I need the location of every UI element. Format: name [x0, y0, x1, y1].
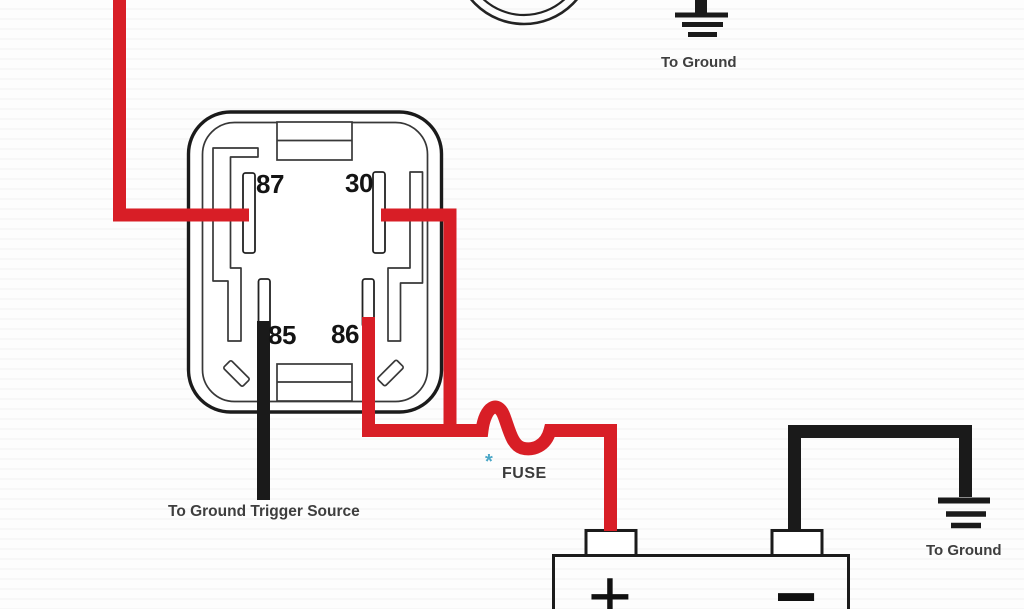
battery-positive-symbol: +	[587, 554, 633, 609]
relay-pin-label-87: 87	[256, 169, 284, 199]
power-wire-30-output	[381, 208, 457, 430]
relay-bottom-tab	[276, 363, 353, 402]
relay-pin-label-30: 30	[345, 168, 373, 198]
battery-body-right	[822, 554, 850, 609]
power-wire-87-supply	[113, 0, 249, 222]
battery-negative-symbol: −	[774, 557, 818, 609]
battery-body-left	[552, 554, 586, 609]
fuse-label: FUSE	[502, 465, 547, 482]
relay-pin-label-85: 85	[268, 320, 296, 350]
battery-negative-post	[770, 529, 824, 557]
relay-key-slot-left	[223, 360, 250, 387]
ground-symbol-top-icon	[675, 0, 728, 37]
power-wire-86-fused-to-battery	[362, 317, 617, 531]
fuse-asterisk: *	[485, 451, 493, 473]
device-circle-icon	[470, 0, 578, 26]
relay-pin-label-86: 86	[331, 319, 359, 349]
relay-body	[186, 110, 444, 414]
ground-symbol-right-icon	[938, 497, 990, 529]
battery-positive-post	[584, 529, 638, 557]
battery	[552, 529, 850, 609]
relay-key-slot-right	[377, 359, 404, 387]
ground-wire-battery-negative	[788, 425, 972, 531]
relay-left-slot-channel	[212, 147, 259, 342]
trigger-source-label: To Ground Trigger Source	[168, 503, 360, 520]
ground-label-top: To Ground	[661, 54, 737, 71]
ground-label-right: To Ground	[926, 542, 1002, 559]
relay-top-tab	[276, 121, 353, 161]
